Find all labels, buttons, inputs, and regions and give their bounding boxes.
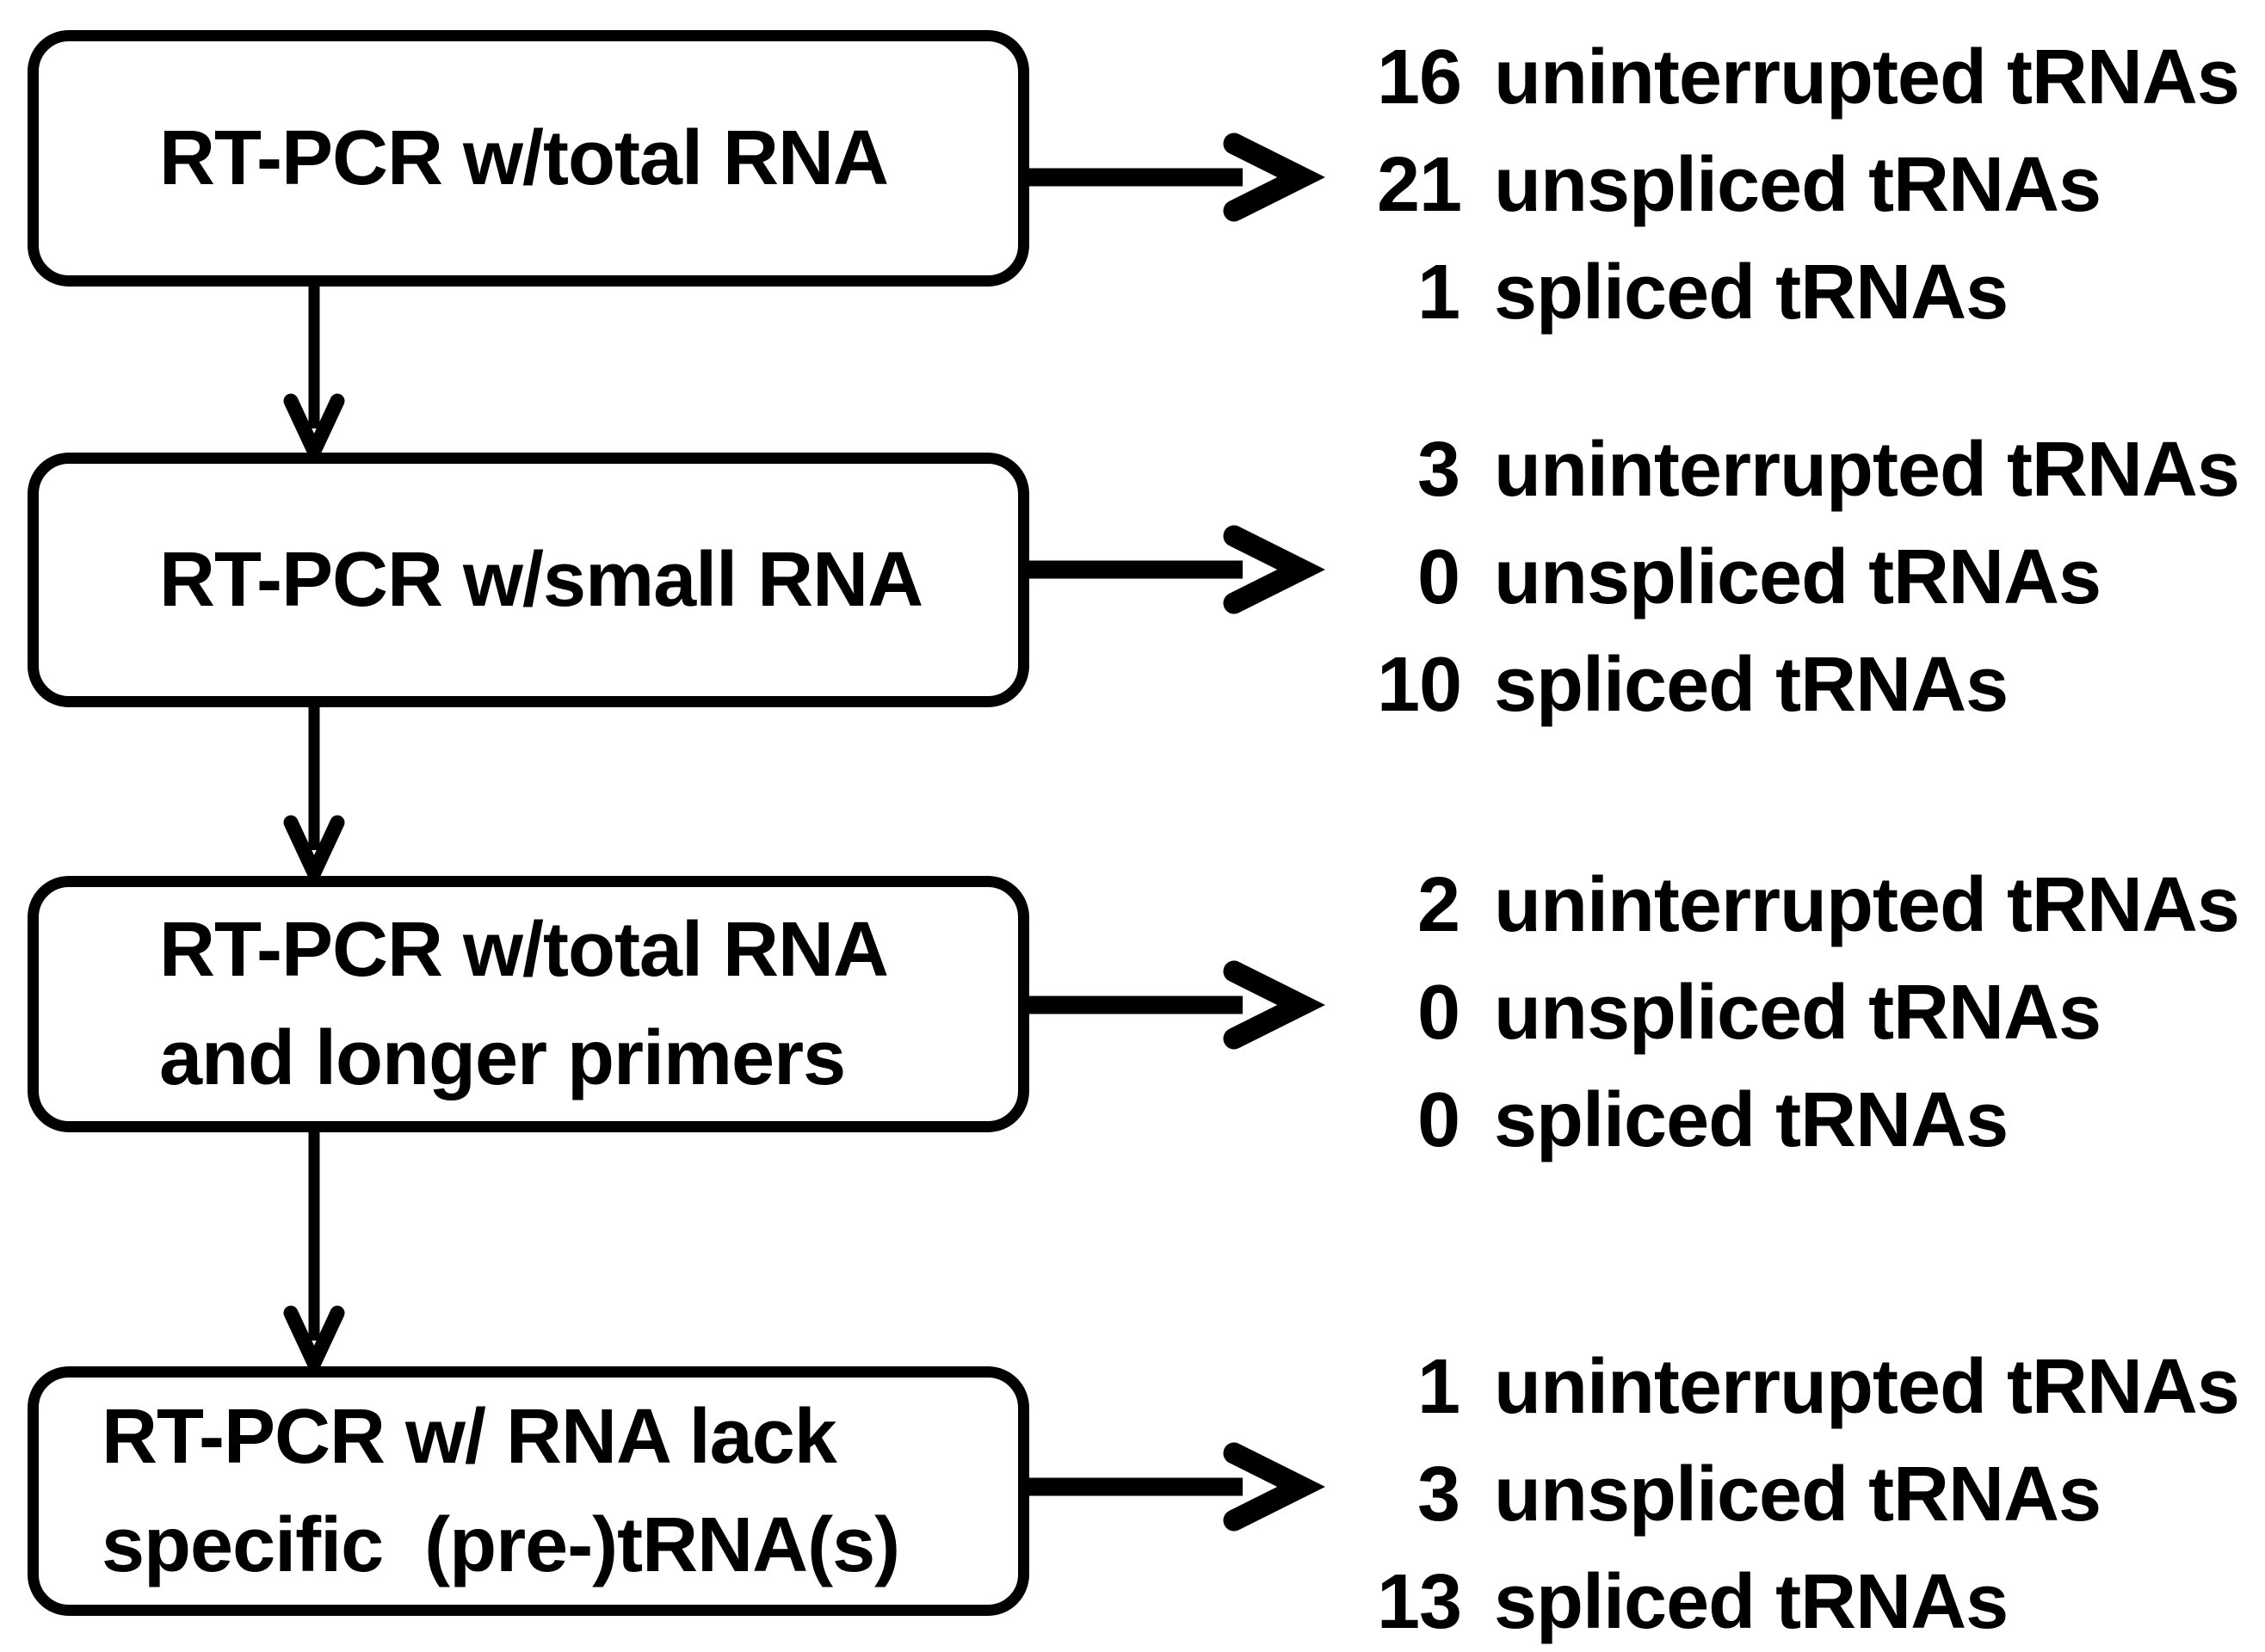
flow-box-label-line1: RT-PCR w/total RNA <box>159 907 889 993</box>
result-group-2: 3 uninterrupted tRNAs 0 unspliced tRNAs … <box>1377 416 2240 739</box>
down-arrow-icon-3 <box>283 1131 345 1381</box>
result-count: 2 <box>1416 862 1460 948</box>
result-label: uninterrupted tRNAs <box>1494 1344 2240 1430</box>
flow-box-label: RT-PCR w/small RNA <box>159 537 923 623</box>
result-line: 0 unspliced tRNAs <box>1377 524 2239 632</box>
result-label: uninterrupted tRNAs <box>1494 34 2240 120</box>
result-label: uninterrupted tRNAs <box>1494 862 2240 948</box>
result-line: 16 uninterrupted tRNAs <box>1377 24 2240 132</box>
result-line: 10 spliced tRNAs <box>1377 632 2239 739</box>
result-count: 10 <box>1377 642 1462 728</box>
result-count: 0 <box>1416 534 1460 620</box>
result-line: 13 spliced tRNAs <box>1377 1549 2239 1652</box>
result-count: 1 <box>1416 250 1460 336</box>
result-label: unspliced tRNAs <box>1494 142 2101 228</box>
result-group-1: 16 uninterrupted tRNAs 21 unspliced tRNA… <box>1377 24 2240 347</box>
result-label: uninterrupted tRNAs <box>1494 427 2240 513</box>
result-count: 1 <box>1416 1344 1460 1430</box>
flow-box-label-line2: and longer primers <box>159 1015 846 1101</box>
down-arrow-icon-1 <box>283 285 345 469</box>
flow-box-label-line1: RT-PCR w/ RNA lack <box>102 1394 837 1480</box>
result-label: unspliced tRNAs <box>1494 534 2101 620</box>
flow-box-label-line2: specific (pre-)tRNA(s) <box>102 1502 900 1588</box>
result-label: unspliced tRNAs <box>1494 970 2101 1056</box>
result-count: 16 <box>1377 34 1462 120</box>
result-count: 0 <box>1416 1077 1460 1163</box>
right-arrow-icon-4 <box>1029 1442 1325 1532</box>
right-arrow-icon-3 <box>1029 960 1325 1050</box>
result-count: 0 <box>1416 970 1460 1056</box>
result-label: unspliced tRNAs <box>1494 1452 2101 1538</box>
result-label: spliced tRNAs <box>1494 1077 2009 1163</box>
down-arrow-icon-2 <box>283 706 345 891</box>
result-count: 3 <box>1416 1452 1460 1538</box>
flow-box-label: RT-PCR w/total RNA <box>159 115 889 201</box>
result-label: spliced tRNAs <box>1494 1559 2009 1645</box>
result-line: 0 unspliced tRNAs <box>1377 959 2239 1067</box>
result-line: 1 spliced tRNAs <box>1377 239 2239 347</box>
flow-box-rtpcr-total-rna: RT-PCR w/total RNA <box>28 30 1029 287</box>
result-count: 21 <box>1377 142 1462 228</box>
result-line: 21 unspliced tRNAs <box>1377 132 2239 239</box>
result-line: 3 unspliced tRNAs <box>1377 1441 2239 1549</box>
result-line: 0 spliced tRNAs <box>1377 1067 2239 1174</box>
result-group-3: 2 uninterrupted tRNAs 0 unspliced tRNAs … <box>1377 852 2240 1174</box>
result-line: 2 uninterrupted tRNAs <box>1377 852 2240 959</box>
result-group-4: 1 uninterrupted tRNAs 3 unspliced tRNAs … <box>1377 1334 2240 1652</box>
result-label: spliced tRNAs <box>1494 250 2009 336</box>
right-arrow-icon-2 <box>1029 525 1325 614</box>
flow-box-rtpcr-small-rna: RT-PCR w/small RNA <box>28 453 1029 707</box>
result-label: spliced tRNAs <box>1494 642 2009 728</box>
result-line: 1 uninterrupted tRNAs <box>1377 1334 2240 1441</box>
result-count: 13 <box>1377 1559 1462 1645</box>
result-line: 3 uninterrupted tRNAs <box>1377 416 2240 524</box>
right-arrow-icon-1 <box>1029 133 1325 222</box>
flow-box-rtpcr-rna-lack: RT-PCR w/ RNA lack specific (pre-)tRNA(s… <box>28 1366 1029 1616</box>
flow-box-rtpcr-longer-primers: RT-PCR w/total RNA and longer primers <box>28 876 1029 1132</box>
result-count: 3 <box>1416 427 1460 513</box>
